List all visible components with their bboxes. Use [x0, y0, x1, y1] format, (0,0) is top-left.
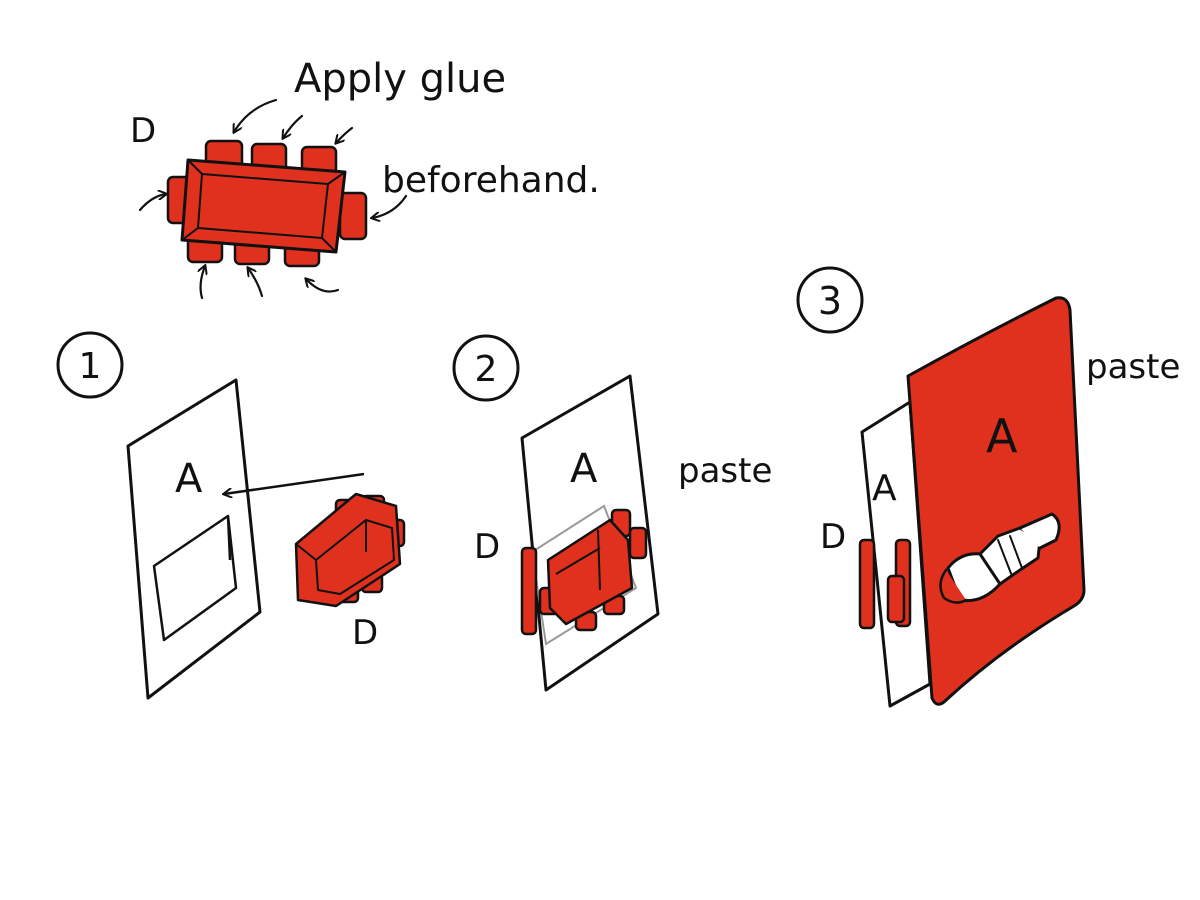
step-1-page [126, 378, 262, 700]
step-1-part-label: D [352, 613, 378, 653]
step-3-back-page-label: A [872, 468, 897, 509]
step-3: 3 A D A paste [796, 266, 1180, 708]
part-d-red-body [180, 158, 347, 254]
step-2-number-circle [452, 334, 520, 402]
step-2-part-d [520, 508, 648, 636]
glue-note-line1: Apply glue [294, 56, 506, 102]
step-2-part-label: D [474, 527, 500, 567]
step-3-part-label: D [820, 517, 846, 557]
step-3-number: 3 [818, 279, 842, 323]
step-3-cover-page [906, 296, 1086, 706]
step-1-part-d [294, 492, 406, 608]
glue-arrows [138, 98, 408, 300]
glue-brush-icon [939, 512, 1061, 604]
step-1: 1 A D [56, 331, 406, 700]
step-3-number-circle [796, 266, 864, 334]
step-1-number-circle [56, 331, 124, 399]
intro-section: D [130, 56, 600, 300]
step-1-placement-arrow [224, 472, 365, 494]
step-2-page-label: A [570, 446, 598, 492]
step-3-action: paste [1086, 347, 1180, 387]
intro-part-label: D [130, 111, 156, 151]
step-1-page-label: A [175, 456, 203, 502]
step-2: 2 A D paste [452, 334, 772, 692]
glue-note-line2: beforehand. [382, 160, 600, 201]
step-3-part-d-edge [858, 538, 912, 630]
step-1-number: 1 [79, 346, 102, 387]
step-3-cover-page-label: A [986, 409, 1018, 463]
step-2-action: paste [678, 451, 772, 491]
step-2-number: 2 [475, 349, 498, 390]
